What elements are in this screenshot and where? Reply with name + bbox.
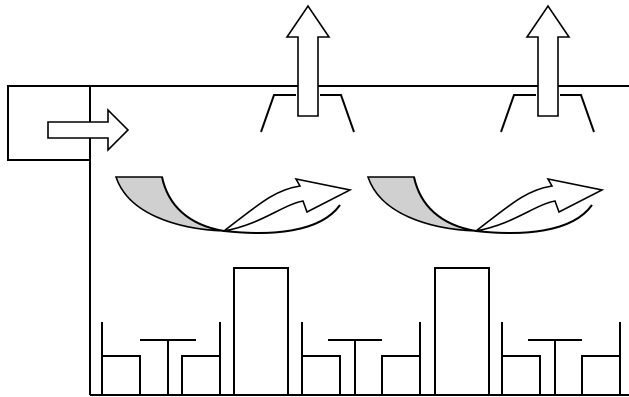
tall-cabinet-1	[233, 267, 289, 396]
exhaust-arrow-1-icon	[285, 4, 331, 117]
airflow-1-return-path	[161, 176, 341, 234]
chair-2a	[301, 322, 341, 395]
airflow-1-return-arrow-icon	[223, 177, 353, 232]
hood-1-right-flare	[320, 94, 355, 133]
table-1	[140, 339, 196, 395]
exhaust-hood-1	[260, 4, 355, 133]
table-set-3	[501, 322, 621, 395]
exhaust-hood-2	[500, 4, 595, 133]
hood-1-left-flare	[260, 94, 296, 133]
hood-2-right-flare	[560, 94, 595, 133]
tall-cabinet-2	[434, 267, 490, 396]
airflow-loop-2	[366, 176, 605, 234]
table-set-1	[101, 322, 221, 395]
table-2	[328, 339, 382, 395]
chair-1a	[101, 322, 141, 395]
airflow-loop-1	[114, 176, 353, 234]
chair-3a	[501, 322, 541, 395]
chair-2b	[381, 322, 421, 395]
airflow-2-downflow	[366, 176, 477, 232]
inlet-arrow-icon	[47, 108, 130, 152]
chair-1b	[181, 322, 221, 395]
hood-2-left-flare	[500, 94, 536, 133]
airflow-2-return-arrow-icon	[475, 177, 605, 232]
exhaust-arrow-2-icon	[525, 4, 571, 117]
chair-3b	[581, 322, 621, 395]
airflow-2-return-path	[413, 176, 593, 234]
table-3	[528, 339, 582, 395]
inlet-duct	[7, 85, 90, 161]
airflow-1-downflow	[114, 176, 225, 232]
table-set-2	[301, 322, 421, 395]
